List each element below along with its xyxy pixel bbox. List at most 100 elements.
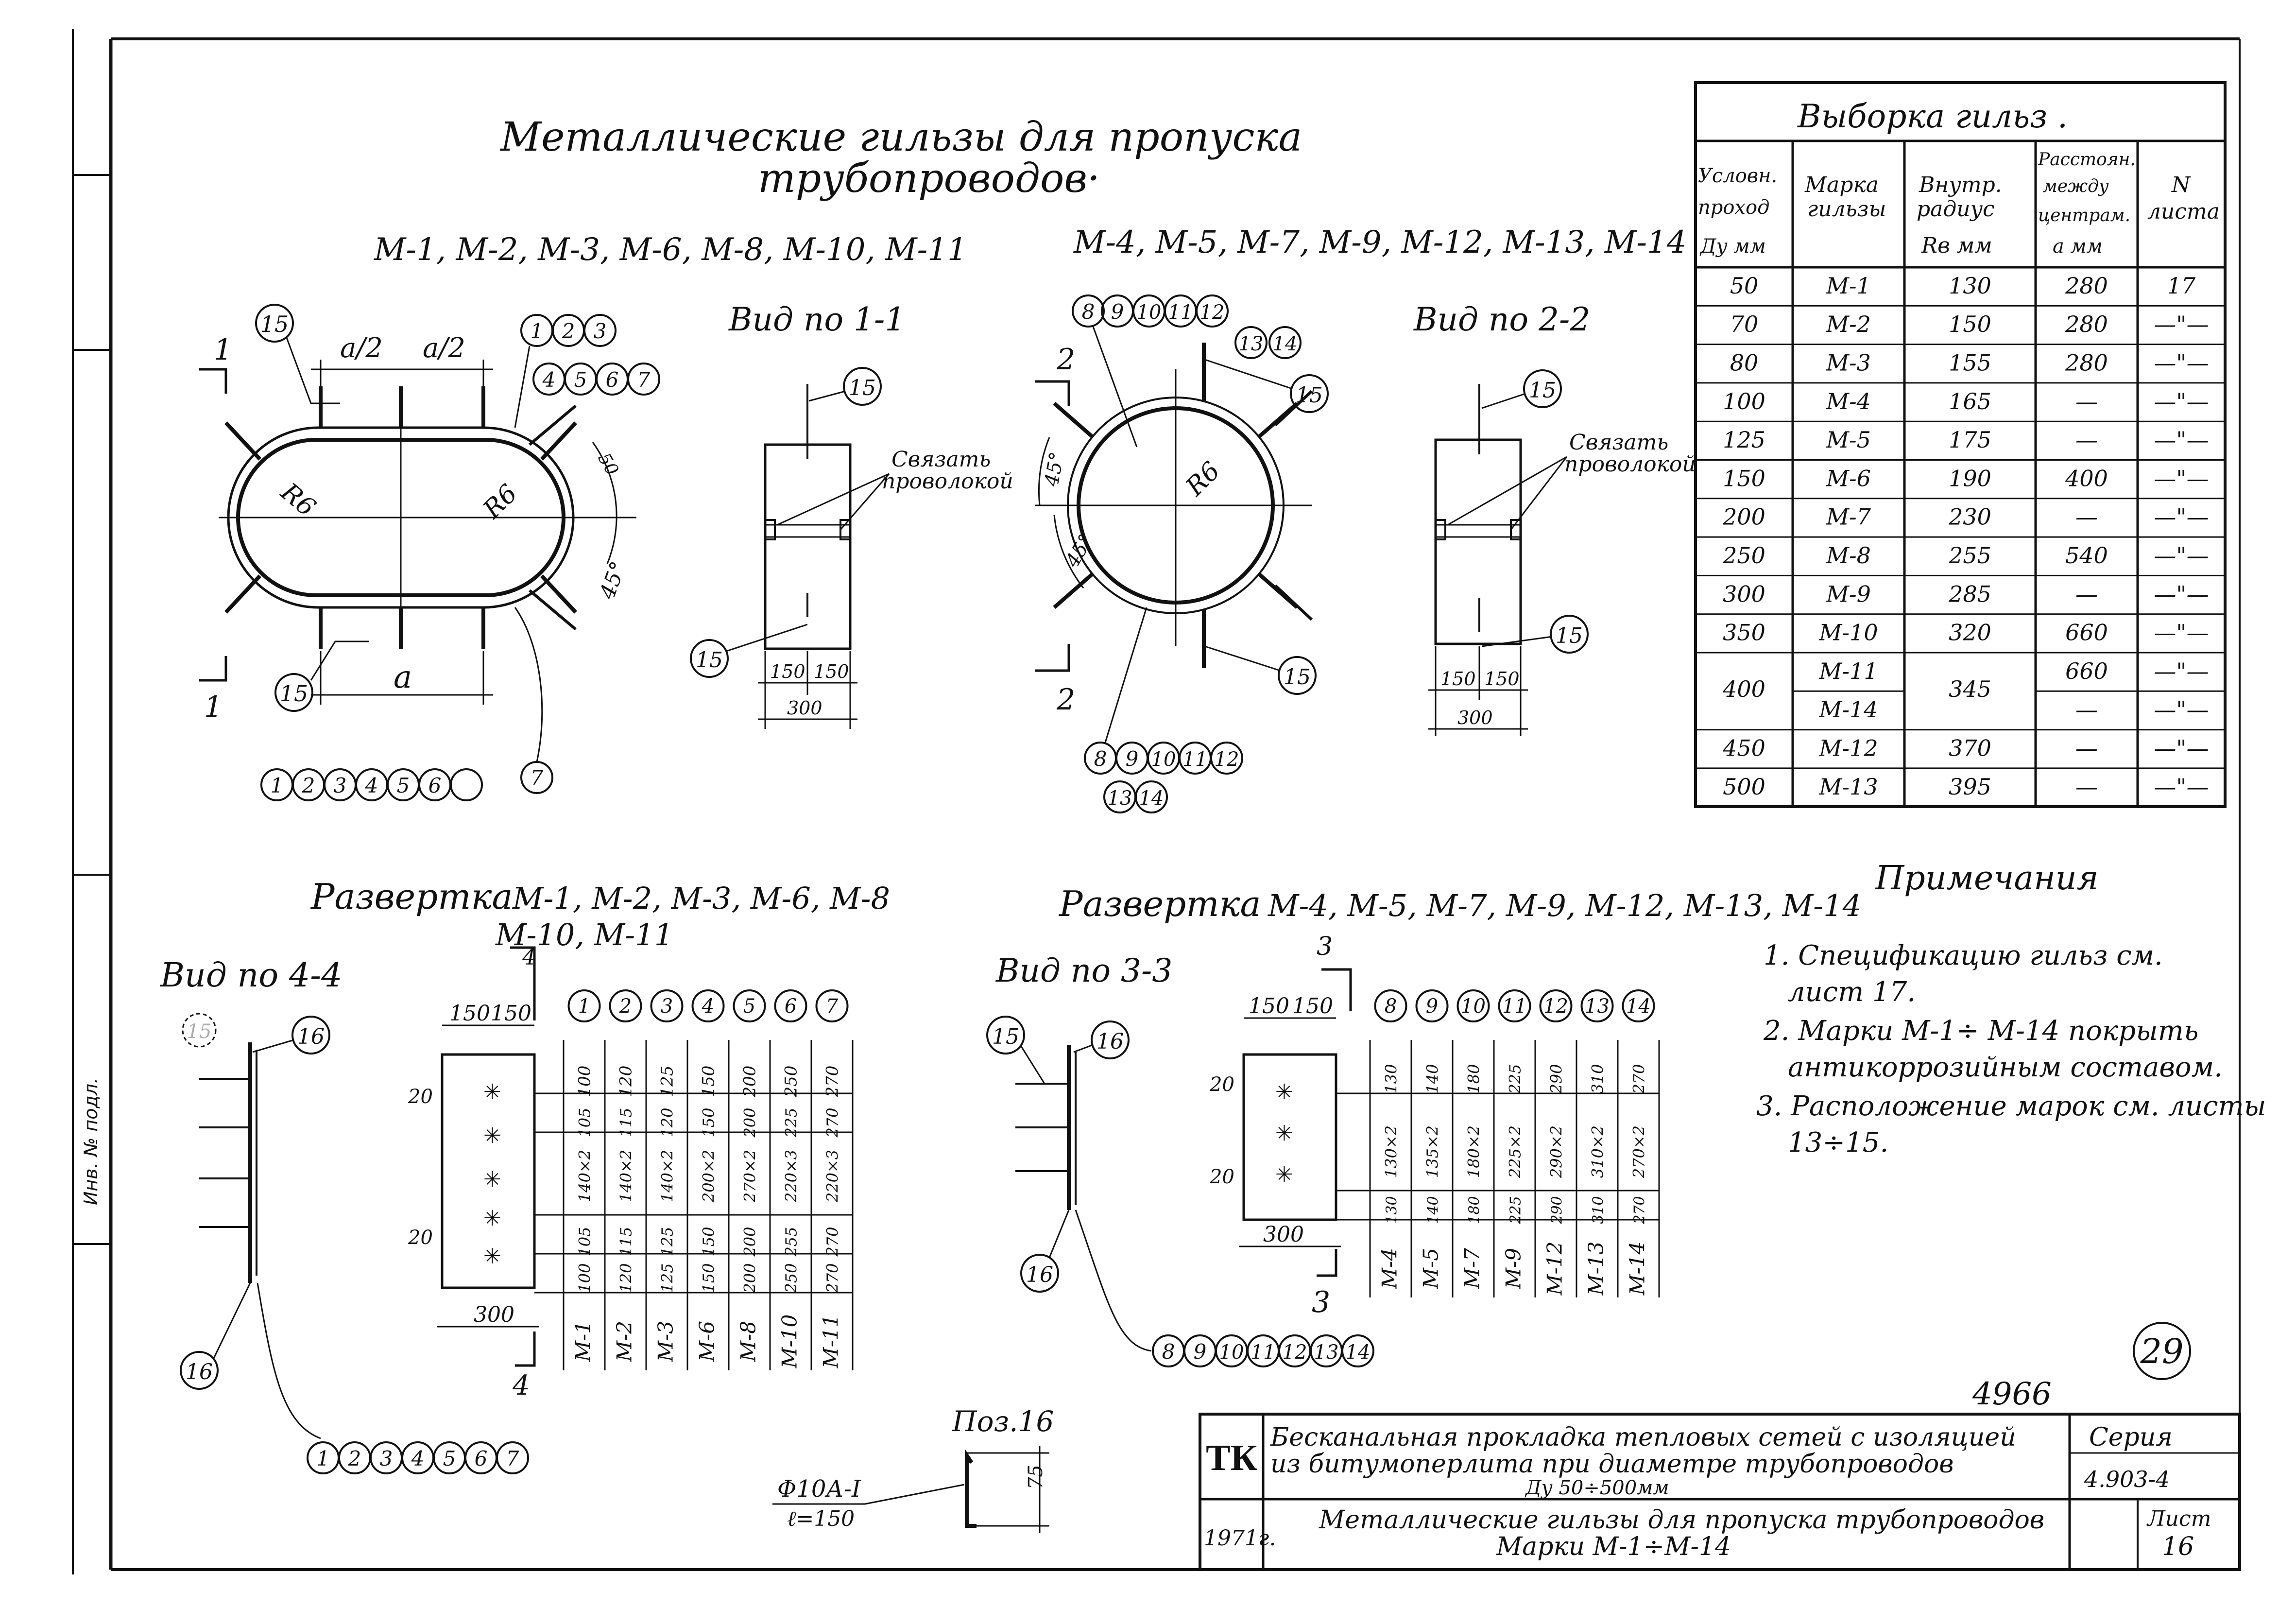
v33-callout-8: 8 — [1162, 1340, 1175, 1364]
grid-callout-circle — [1622, 989, 1655, 1022]
v33-callout-9: 9 — [1194, 1340, 1207, 1364]
grid-callout: 14 — [1626, 995, 1651, 1018]
grid-value: 290 — [1547, 1064, 1566, 1094]
table-cell: — — [2075, 427, 2098, 453]
grid-value: 140×2 — [576, 1150, 594, 1202]
grid-value: 200 — [740, 1066, 760, 1098]
circle-top-callout-14: 14 — [1273, 333, 1298, 355]
position-16-detail: Поз.16 75 Φ10А-I ℓ=150 — [772, 1405, 1054, 1533]
circle-top-callout-13: 13 — [1239, 333, 1264, 355]
table-cell: 125 — [1723, 427, 1765, 453]
circle-callout-15-top: 15 — [1296, 383, 1323, 408]
circle-section-bottom: 2 — [1056, 683, 1075, 717]
circle-bottom-callout-14: 14 — [1139, 787, 1164, 810]
table-cell: 400 — [1722, 676, 1765, 702]
row-callout-7: 7 — [531, 766, 544, 790]
pos16-length: ℓ=150 — [787, 1506, 855, 1531]
grid-value: М-2 — [613, 1321, 636, 1362]
grid-callout: 8 — [1385, 995, 1397, 1018]
grid-value: 125 — [658, 1227, 677, 1256]
grid-callout: 7 — [826, 995, 839, 1018]
margin-text: Инв. № подл. — [80, 1078, 102, 1205]
v44-callout-6: 6 — [475, 1447, 488, 1470]
circle-callout-15-bottom: 15 — [1284, 665, 1311, 690]
grid-value: М-3 — [654, 1321, 678, 1362]
circle-bottom-callout-8: 8 — [1094, 747, 1107, 771]
table-cell: М-8 — [1826, 542, 1871, 569]
grid-value: 225 — [1508, 1196, 1525, 1224]
grid-value: 270 — [823, 1227, 842, 1257]
grid-value: 130×2 — [1382, 1125, 1401, 1178]
grid-value: 150 — [700, 1107, 718, 1137]
grid-value: 255 — [782, 1227, 801, 1257]
oval-dim-a-half-2: a/2 — [423, 332, 465, 364]
page-circle-number: 29 — [2140, 1331, 2183, 1371]
grid-callout: 5 — [743, 995, 755, 1018]
header-cond-pass-3: Ду мм — [1699, 235, 1766, 258]
view-2-2-tie-2: проволокой — [1564, 452, 1696, 477]
grid-value: 150 — [700, 1227, 718, 1256]
table-cell: —"— — [2154, 427, 2209, 453]
circle-bottom-callout-12: 12 — [1215, 748, 1239, 771]
title-line1: Металлические гильзы для пропуска — [499, 114, 1302, 160]
table-cell: 350 — [1723, 620, 1765, 646]
grid-callout-circle — [1539, 989, 1573, 1022]
stamp-desc-3: Ду 50÷500мм — [1525, 1477, 1669, 1499]
grid-value: 140 — [1425, 1196, 1442, 1224]
dev-right-title: Развертка — [1058, 883, 1261, 924]
table-cell: — — [2075, 581, 2098, 607]
oval-angle: 45° — [595, 558, 631, 603]
grid-callout: 10 — [1461, 995, 1486, 1018]
grid-value: М-8 — [737, 1321, 760, 1362]
dev-left-marks-1: М-1, М-2, М-3, М-6, М-8 — [512, 881, 890, 916]
notes-heading: Примечания — [1874, 859, 2099, 898]
dev-left-dim-150a: 150 — [449, 1001, 490, 1026]
table-cell: М-9 — [1826, 581, 1871, 607]
view-4-4-callout-bottom: 16 — [186, 1360, 213, 1384]
header-sheet-1: N — [2171, 173, 2191, 197]
grid-value: М-10 — [778, 1314, 802, 1369]
dev-left-dim-20b: 20 — [408, 1227, 433, 1249]
grid-value: 105 — [576, 1227, 594, 1256]
grid-value: 120 — [658, 1107, 677, 1137]
note-line-1: 1. Спецификацию гильз см. — [1764, 940, 2163, 971]
grid-callout: 3 — [661, 995, 673, 1018]
table-cell: 660 — [2065, 658, 2108, 684]
grid-value: 100 — [576, 1263, 594, 1293]
oval-radius-left: R6 — [275, 477, 321, 522]
grid-value: 140×2 — [658, 1150, 677, 1202]
dev-right-section-top: 3 — [1317, 932, 1333, 961]
table-cell: —"— — [2154, 388, 2209, 415]
row-callout-6: 6 — [428, 774, 442, 797]
header-dist-4: а мм — [2053, 235, 2103, 258]
stamp-desc-1: Бесканальная прокладка тепловых сетей с … — [1270, 1423, 2016, 1452]
table-cell: 395 — [1949, 774, 1991, 800]
view-1-1-dim-300: 300 — [787, 697, 822, 719]
circle-bottom-callout-11: 11 — [1183, 748, 1208, 771]
grid-callout-circle — [774, 989, 807, 1022]
header-cond-pass-2: проход — [1698, 196, 1769, 219]
view-1-1-tie-2: проволокой — [882, 469, 1013, 494]
grid-value: 180 — [1466, 1196, 1483, 1224]
note-line-2: лист 17. — [1788, 976, 1916, 1008]
grid-callout-circle — [815, 989, 849, 1022]
grid-value: 180 — [1465, 1064, 1483, 1093]
grid-value: 220×3 — [823, 1150, 842, 1203]
grid-value: 270×2 — [1630, 1125, 1648, 1178]
grid-callout: 11 — [1502, 995, 1527, 1018]
note-line-3: 2. Марки М-1÷ М-14 покрыть — [1763, 1015, 2198, 1047]
view-2-2: Вид по 2-2 15 15 Связать проволокой 150 … — [1413, 301, 1696, 736]
oval-section-bottom: 1 — [204, 690, 223, 724]
grid-value: 115 — [617, 1107, 635, 1137]
marks-left-caption: М-1, М-2, М-3, М-6, М-8, М-10, М-11 — [374, 232, 967, 268]
grid-callout: 13 — [1585, 995, 1610, 1018]
table-cell: 280 — [2065, 273, 2108, 299]
development-right: Развертка М-4, М-5, М-7, М-9, М-12, М-13… — [1058, 883, 1862, 1319]
table-cell: М-14 — [1818, 696, 1878, 723]
view-1-1-dim-150b: 150 — [814, 661, 849, 682]
inventory-number: 4966 — [1972, 1376, 2052, 1412]
grid-value: 310 — [1589, 1064, 1607, 1093]
view-2-2-dim-150a: 150 — [1440, 668, 1476, 690]
header-sheet-2: листа — [2147, 199, 2220, 224]
table-cell: 280 — [2065, 350, 2108, 376]
